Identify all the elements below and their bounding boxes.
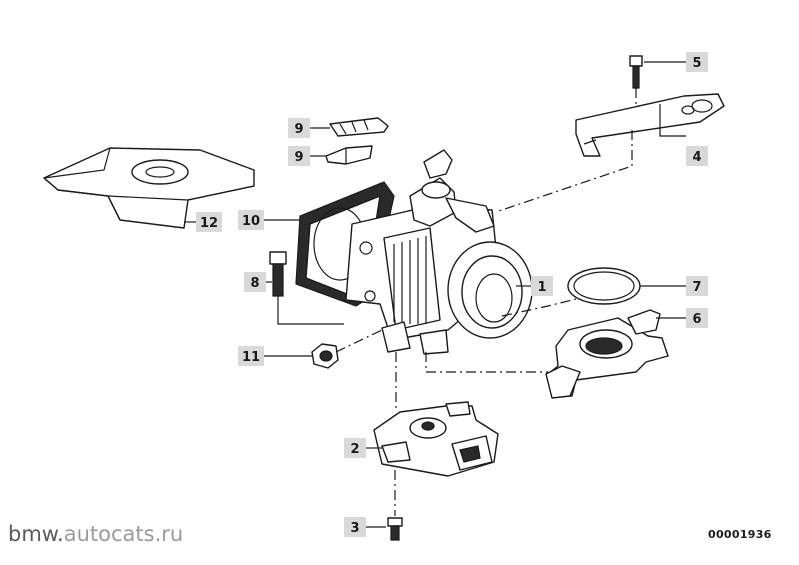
callout-label: 7 [692, 280, 701, 295]
callout-9-lower: 9 [288, 146, 310, 166]
callout-label: 11 [242, 350, 260, 365]
watermark: bmw.autocats.ru [8, 522, 183, 546]
callout-label: 12 [200, 216, 218, 231]
callout-label: 9 [294, 150, 303, 165]
part-o-ring [567, 267, 641, 305]
part-bolt-long [269, 251, 344, 325]
watermark-primary: bmw. [8, 522, 64, 546]
part-nut [311, 329, 383, 369]
part-clip-upper [329, 117, 389, 137]
callout-11: 11 [238, 346, 264, 366]
leader-lines [184, 61, 686, 528]
callout-label: 2 [350, 442, 359, 457]
part-cover-shield [43, 147, 255, 229]
callout-label: 4 [692, 150, 701, 165]
callout-6: 6 [686, 308, 708, 328]
callout-2: 2 [344, 438, 366, 458]
part-position-sensor [373, 352, 499, 477]
callout-4: 4 [686, 146, 708, 166]
callout-9-upper: 9 [288, 118, 310, 138]
callout-label: 3 [350, 521, 359, 536]
callout-7: 7 [686, 276, 708, 296]
callout-8: 8 [244, 272, 266, 292]
callout-label: 6 [692, 312, 701, 327]
callout-label: 8 [250, 276, 259, 291]
callout-3: 3 [344, 517, 366, 537]
part-screw-top [629, 55, 643, 110]
callout-label: 1 [537, 280, 546, 295]
callout-5: 5 [686, 52, 708, 72]
diagram-id-code: 00001936 [708, 528, 772, 541]
part-idle-housing [425, 297, 669, 399]
callout-12: 12 [196, 212, 222, 232]
watermark-secondary: autocats.ru [63, 522, 184, 546]
callout-label: 9 [294, 122, 303, 137]
part-clip-lower [325, 145, 373, 165]
part-throttle-body [345, 149, 533, 355]
callout-label: 5 [692, 56, 701, 71]
part-bracket [495, 93, 725, 213]
callout-10: 10 [238, 210, 264, 230]
part-screw-bottom [387, 470, 403, 541]
callout-label: 10 [242, 214, 260, 229]
callout-1: 1 [531, 276, 553, 296]
